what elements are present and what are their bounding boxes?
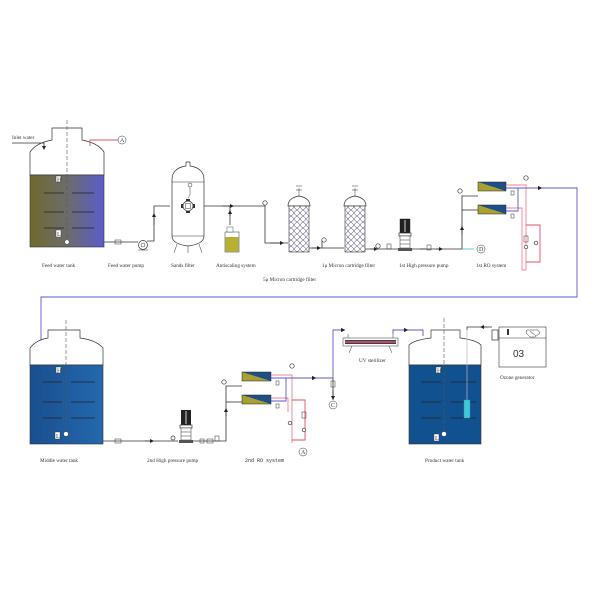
uv-sterilizer bbox=[342, 334, 399, 354]
micron-1-filter-label: 1μ Micron cartridge filter bbox=[322, 262, 375, 269]
ozone-diffuser bbox=[463, 399, 471, 419]
feed-tank-high-level: H bbox=[57, 178, 62, 184]
feed-water-tank-label: Feed water tank bbox=[42, 263, 76, 269]
high-pressure-pump-2-label: 2nd High pressure pump bbox=[147, 458, 199, 464]
product-water-tank-label: Product water tank bbox=[425, 458, 465, 464]
svg-text:C: C bbox=[331, 403, 335, 409]
feed-water-pump-label: Feed water pump bbox=[108, 263, 144, 269]
connector-c bbox=[328, 400, 338, 410]
product-tank-low-level: L bbox=[435, 436, 439, 442]
inlet-water-label: Inlet water bbox=[12, 135, 35, 141]
feed-water-tank: H L bbox=[29, 120, 105, 248]
ro-system-1 bbox=[477, 175, 541, 271]
product-water-tank: H L bbox=[408, 318, 482, 445]
connector-d bbox=[476, 244, 486, 254]
antiscaling-system-label: Antiscaling system bbox=[216, 263, 256, 269]
ozone-generator-label: Ozone generator bbox=[500, 375, 535, 381]
micron-1-cartridge-filter bbox=[343, 185, 367, 253]
sands-filter bbox=[171, 161, 205, 254]
ro-system-1-label: 1st RO system bbox=[476, 263, 506, 269]
ozone-display: 03 bbox=[513, 349, 525, 360]
ozone-generator bbox=[491, 326, 547, 368]
product-tank-high-level: H bbox=[437, 369, 442, 375]
svg-text:D: D bbox=[479, 247, 484, 253]
feed-tank-low-level: L bbox=[57, 232, 61, 238]
micron-5-filter-label: 5μ Micron cartridge filter bbox=[263, 276, 316, 283]
feed-water-pump bbox=[138, 240, 148, 251]
middle-water-tank: H L bbox=[29, 320, 104, 445]
antiscaling-system bbox=[224, 226, 240, 253]
uv-sterilizer-label: UV sterilizer bbox=[359, 358, 386, 364]
connector-a-bottom bbox=[298, 447, 308, 457]
connector-a-top bbox=[117, 135, 127, 145]
high-pressure-pump-1 bbox=[398, 218, 412, 251]
middle-water-tank-label: Middle water tank bbox=[40, 458, 78, 464]
svg-text:A: A bbox=[301, 450, 306, 456]
high-pressure-pump-1-label: 1st High pressure pump bbox=[399, 263, 449, 269]
svg-text:A: A bbox=[120, 138, 125, 144]
high-pressure-pump-2 bbox=[179, 410, 193, 443]
micron-5-cartridge-filter bbox=[287, 185, 311, 253]
sands-filter-label: Sands filter bbox=[171, 262, 195, 269]
middle-tank-high-level: H bbox=[57, 369, 62, 375]
ro-system-2 bbox=[241, 363, 307, 443]
valve bbox=[114, 239, 122, 245]
middle-tank-low-level: L bbox=[56, 434, 60, 440]
ro-system-2-label: 2nd RO system bbox=[245, 458, 284, 464]
